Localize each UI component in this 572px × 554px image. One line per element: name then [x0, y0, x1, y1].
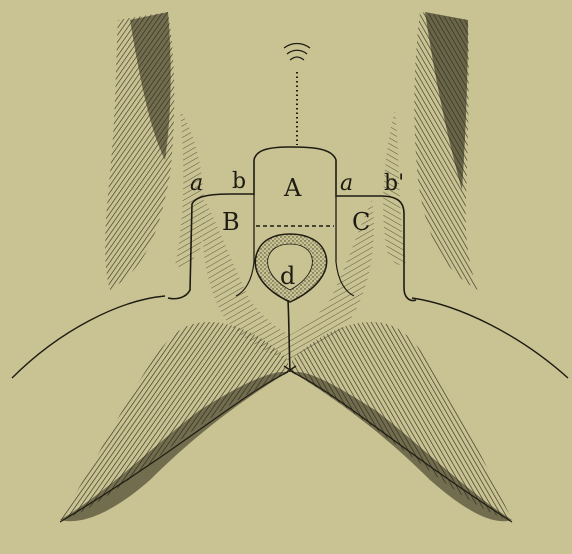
label-b-prime-right: b' [384, 171, 404, 196]
label-B: B [222, 208, 240, 236]
label-A: A [283, 174, 302, 202]
label-C: C [352, 208, 370, 236]
label-d: d [280, 262, 295, 290]
label-a-right: a [340, 171, 353, 196]
label-a-left: a [190, 171, 203, 196]
label-b-left: b [232, 169, 246, 194]
